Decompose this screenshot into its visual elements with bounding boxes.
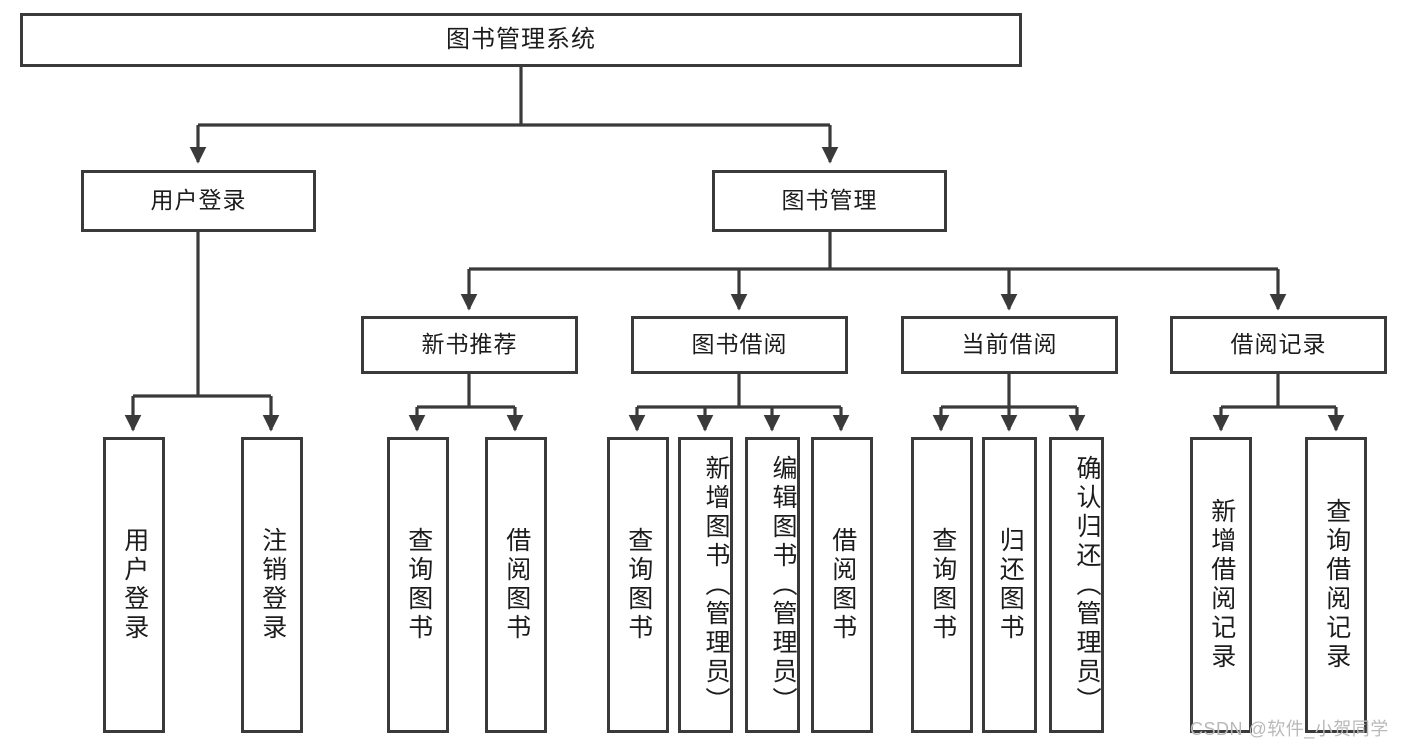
leaf-borrow-book-borrow[interactable]: 借阅图书 <box>811 437 873 733</box>
leaf-edit-book-admin[interactable]: 编辑图书（管理员） <box>745 437 800 733</box>
leaf-query-book-current[interactable]: 查询图书 <box>911 437 973 733</box>
leaf-return-book[interactable]: 归还图书 <box>982 437 1037 733</box>
leaf-query-borrow-record[interactable]: 查询借阅记录 <box>1305 437 1367 733</box>
node-borrow-record[interactable]: 借阅记录 <box>1170 316 1387 374</box>
watermark-credit: CSDN @软件_小贺同学 <box>1190 719 1389 739</box>
leaf-user-login[interactable]: 用户登录 <box>103 437 165 733</box>
leaf-query-book-new-recommend[interactable]: 查询图书 <box>387 437 449 733</box>
leaf-user-logout[interactable]: 注销登录 <box>241 437 303 733</box>
node-root-book-management-system[interactable]: 图书管理系统 <box>20 13 1022 67</box>
node-new-book-recommend[interactable]: 新书推荐 <box>361 316 578 374</box>
leaf-borrow-book-new-recommend[interactable]: 借阅图书 <box>485 437 547 733</box>
node-current-borrow[interactable]: 当前借阅 <box>901 316 1118 374</box>
node-user-login[interactable]: 用户登录 <box>81 170 316 232</box>
leaf-add-book-admin[interactable]: 新增图书（管理员） <box>678 437 733 733</box>
node-book-borrow[interactable]: 图书借阅 <box>631 316 848 374</box>
leaf-query-book-borrow[interactable]: 查询图书 <box>607 437 669 733</box>
leaf-add-borrow-record[interactable]: 新增借阅记录 <box>1190 437 1252 733</box>
node-book-management[interactable]: 图书管理 <box>712 170 947 232</box>
leaf-confirm-return-admin[interactable]: 确认归还（管理员） <box>1049 437 1104 733</box>
